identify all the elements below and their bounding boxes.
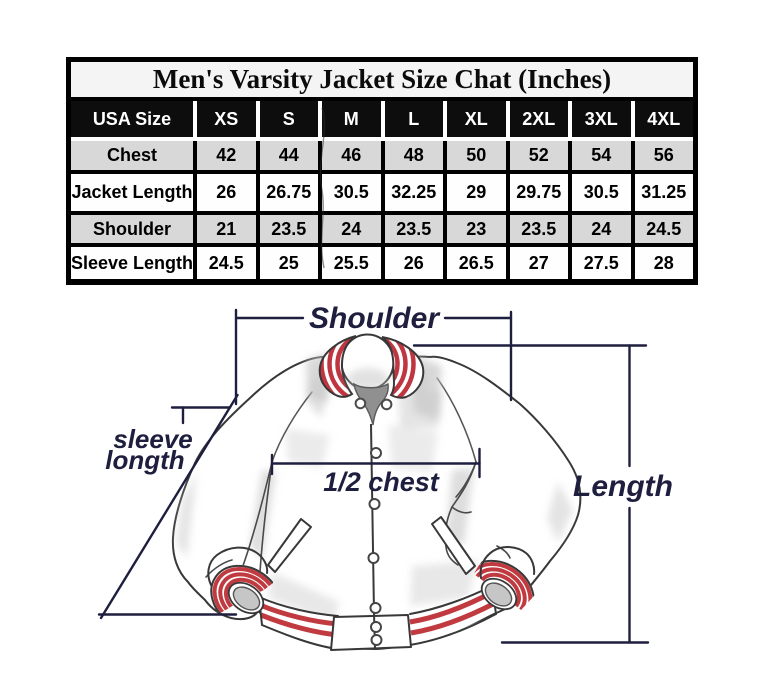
svg-text:1/2 chest: 1/2 chest xyxy=(323,467,440,497)
svg-text:Length: Length xyxy=(573,470,673,503)
svg-text:Shoulder: Shoulder xyxy=(309,302,441,335)
svg-text:longth: longth xyxy=(105,445,184,475)
svg-text:sleeve: sleeve xyxy=(113,424,193,454)
